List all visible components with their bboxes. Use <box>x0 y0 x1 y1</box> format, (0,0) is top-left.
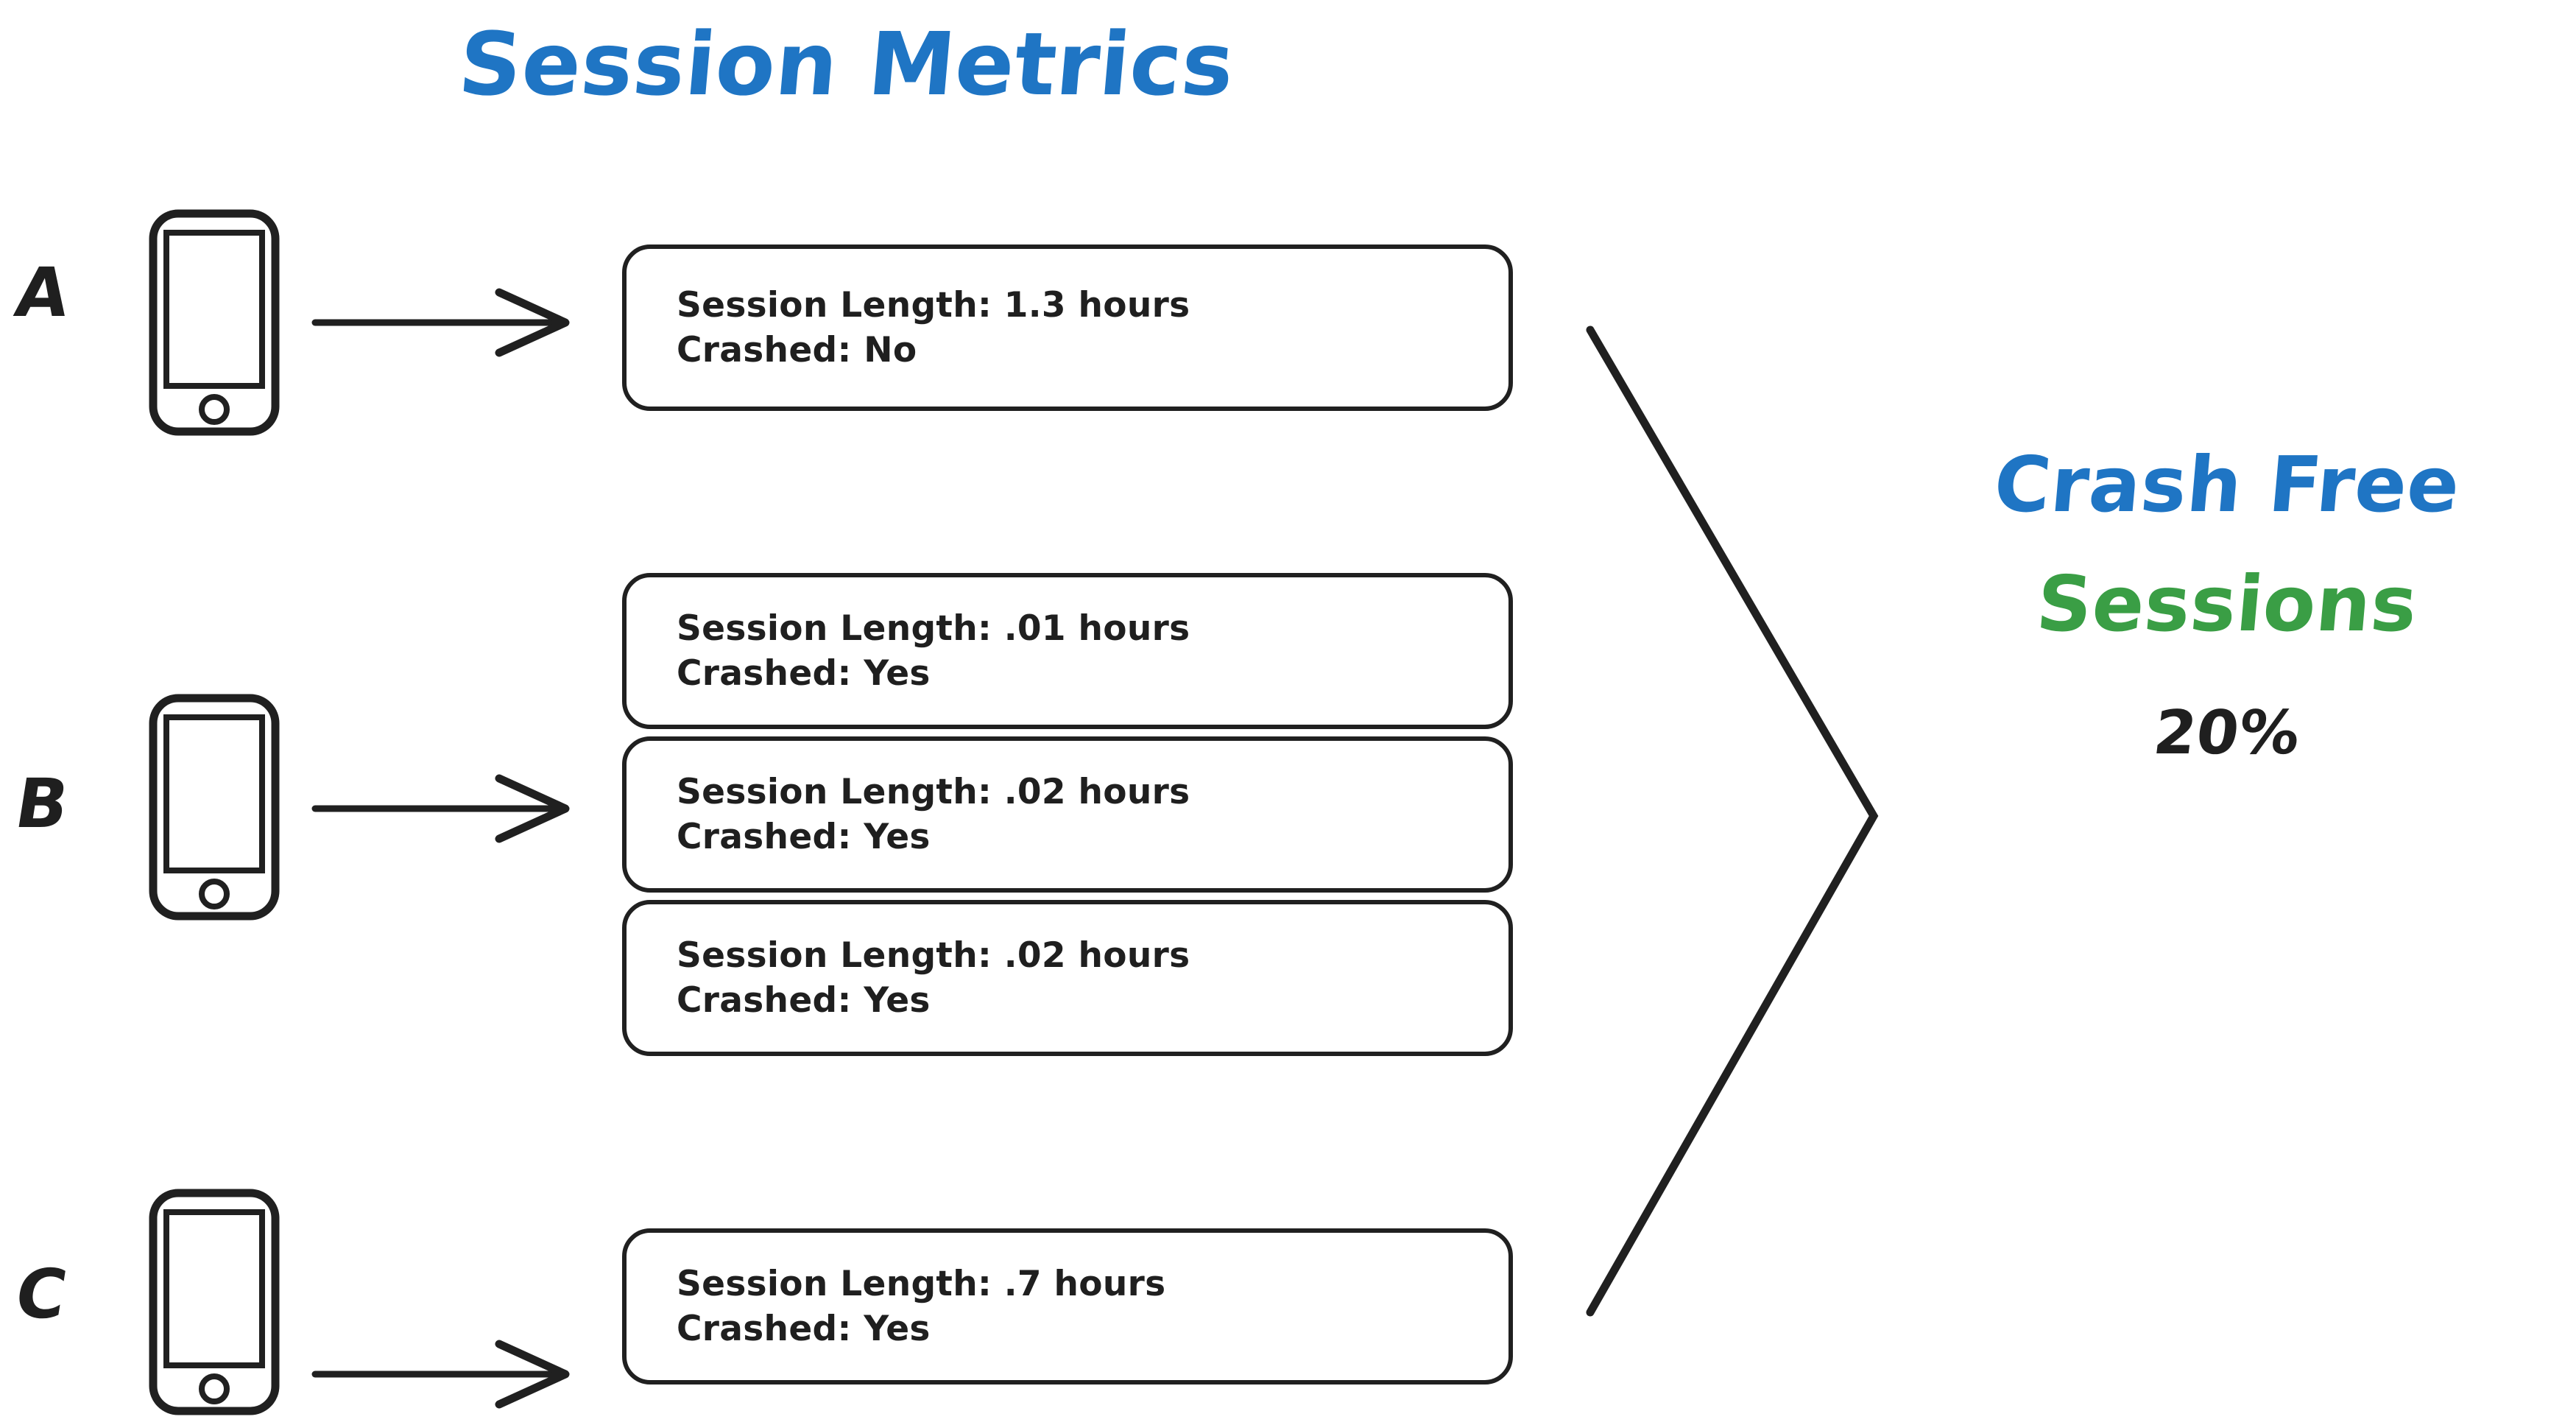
session-crashed-text: Crashed: Yes <box>677 653 931 694</box>
session-card[interactable]: Session Length: .02 hours Crashed: Yes <box>622 736 1513 893</box>
session-length-text: Session Length: .01 hours <box>677 608 1190 649</box>
arrow-right-icon <box>309 1331 574 1412</box>
page-title: Session Metrics <box>454 13 1239 115</box>
session-crashed-text: Crashed: No <box>677 330 917 370</box>
arrow-right-icon <box>309 280 574 361</box>
session-crashed-text: Crashed: Yes <box>677 980 931 1021</box>
phone-icon <box>147 1187 281 1417</box>
crash-free-percentage: 20% <box>2150 697 2304 768</box>
session-crashed-text: Crashed: Yes <box>677 1309 931 1349</box>
arrow-right-icon <box>309 766 574 847</box>
result-block: Crash Free Sessions 20% <box>1885 440 2569 768</box>
phone-icon <box>147 692 281 922</box>
result-title-line2: Sessions <box>2033 559 2421 650</box>
device-label-c: C <box>10 1255 73 1334</box>
phone-icon <box>147 208 281 437</box>
session-card[interactable]: Session Length: .01 hours Crashed: Yes <box>622 573 1513 729</box>
session-length-text: Session Length: 1.3 hours <box>677 284 1190 326</box>
chevron-right-bracket-icon <box>1546 295 1929 1370</box>
session-length-text: Session Length: .7 hours <box>677 1263 1166 1304</box>
device-label-a: A <box>10 253 76 332</box>
session-card[interactable]: Session Length: .02 hours Crashed: Yes <box>622 900 1513 1056</box>
session-card[interactable]: Session Length: 1.3 hours Crashed: No <box>622 244 1513 411</box>
session-card[interactable]: Session Length: .7 hours Crashed: Yes <box>622 1228 1513 1384</box>
session-length-text: Session Length: .02 hours <box>677 935 1190 976</box>
device-label-b: B <box>10 764 75 843</box>
result-title-line1: Crash Free <box>1990 440 2464 529</box>
session-crashed-text: Crashed: Yes <box>677 817 931 857</box>
session-length-text: Session Length: .02 hours <box>677 771 1190 812</box>
